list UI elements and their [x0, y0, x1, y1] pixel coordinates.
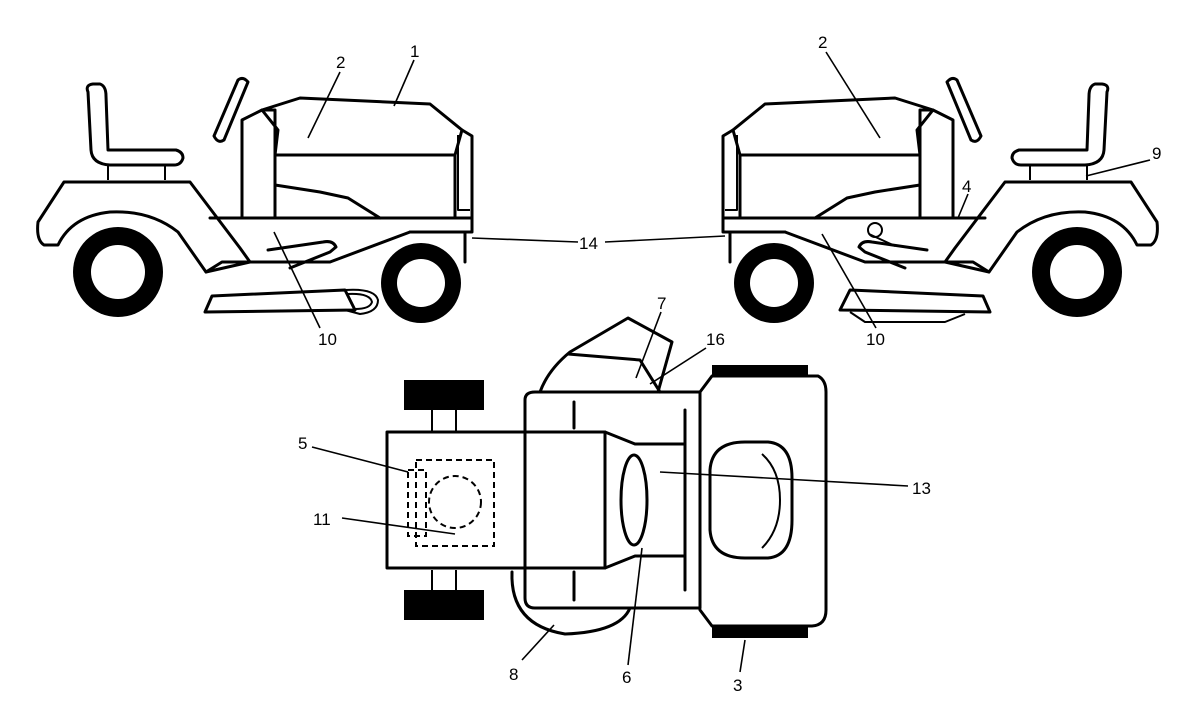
top-hood-grille: [708, 440, 794, 560]
top-steering-wheel: [619, 453, 649, 547]
left-mower-deck: [203, 288, 357, 314]
top-rear-wheel-upper: [404, 380, 484, 410]
top-front-wheel-lower: [712, 626, 808, 638]
callout-2-right: 2: [818, 33, 827, 52]
discharge-chute: [538, 316, 674, 394]
left-pedal: [266, 240, 338, 270]
left-seat: [85, 82, 185, 167]
top-seat-box: [385, 430, 607, 570]
callout-1: 1: [410, 42, 419, 61]
callout-14: 14: [579, 234, 598, 253]
top-rear-wheel-lower: [404, 590, 484, 620]
callout-6: 6: [622, 668, 631, 687]
callout-16: 16: [706, 330, 725, 349]
callout-9: 9: [1152, 144, 1161, 163]
callout-13: 13: [912, 479, 931, 498]
leader-lines: [273, 51, 1151, 673]
callout-5: 5: [298, 434, 307, 453]
callout-4: 4: [962, 177, 971, 196]
callout-11: 11: [313, 510, 331, 529]
top-hood: [698, 374, 828, 628]
left-front-wheel: [381, 243, 461, 323]
callout-labels: 1 2 2 3 4 5 6 7 8 9 10 10 11 13 14 16: [298, 33, 1161, 695]
top-mower-deck: [523, 390, 702, 610]
left-side-view-tractor: [36, 76, 474, 323]
callout-2-left: 2: [336, 53, 345, 72]
left-steering-wheel: [212, 76, 250, 143]
left-steering-column: [240, 108, 277, 220]
left-rear-fender: [36, 180, 252, 274]
callout-7: 7: [657, 294, 666, 313]
left-hood: [260, 96, 474, 220]
top-front-wheel-upper: [712, 365, 808, 377]
callout-10-right: 10: [866, 330, 885, 349]
callout-10-left: 10: [318, 330, 337, 349]
right-side-view-tractor: [721, 76, 1159, 323]
callout-3: 3: [733, 676, 742, 695]
top-view-tractor: [385, 316, 828, 638]
left-rear-wheel: [73, 227, 163, 317]
callout-8: 8: [509, 665, 518, 684]
